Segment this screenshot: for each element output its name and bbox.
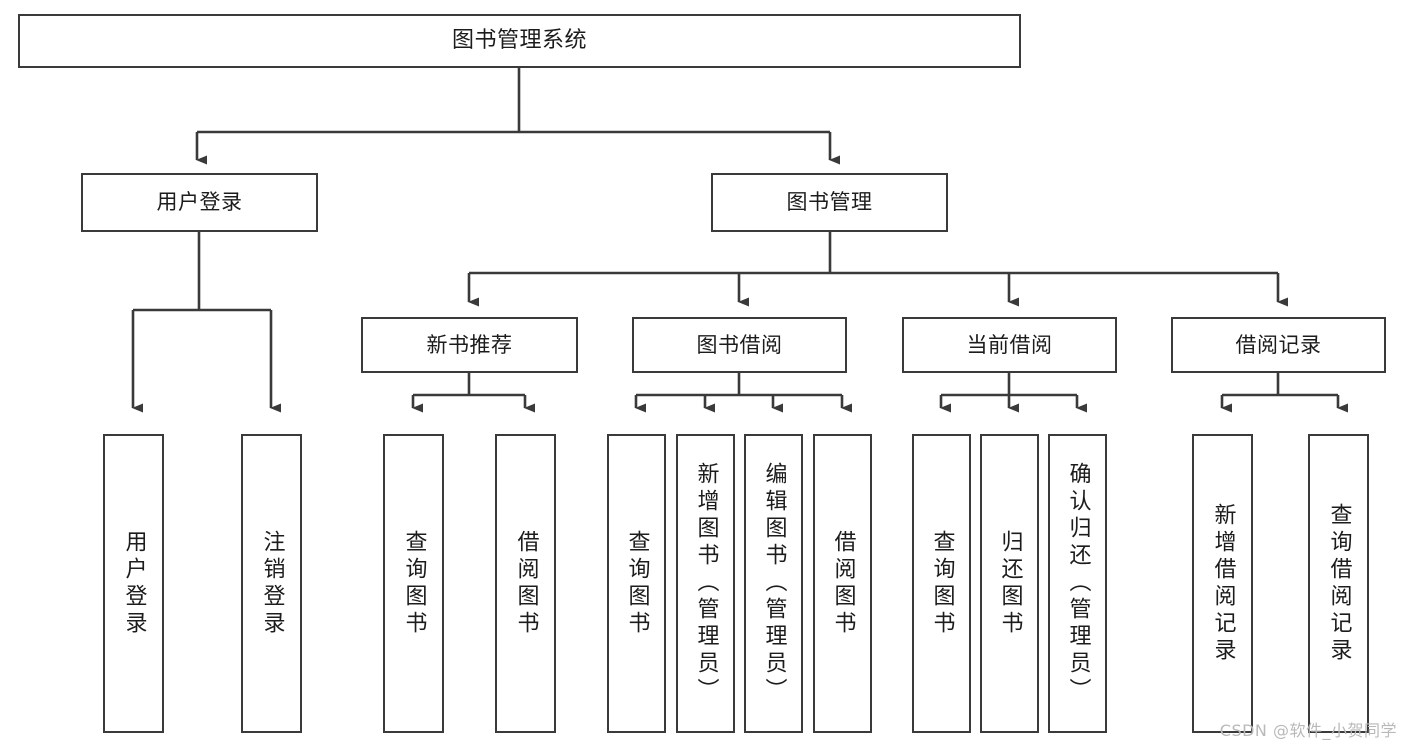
node-leaf-query-book-2[interactable]: 查询图书 bbox=[607, 434, 666, 733]
node-leaf-query-book-3[interactable]: 查询图书 bbox=[912, 434, 971, 733]
node-root[interactable]: 图书管理系统 bbox=[18, 14, 1021, 68]
node-leaf-borrow-book-1[interactable]: 借阅图书 bbox=[495, 434, 556, 733]
node-leaf-add-book[interactable]: 新增图书（管理员） bbox=[676, 434, 735, 733]
node-leaf-add-book-label: 新增图书（管理员） bbox=[693, 462, 719, 705]
node-leaf-confirm-return-label: 确认归还（管理员） bbox=[1065, 462, 1091, 705]
node-leaf-query-record[interactable]: 查询借阅记录 bbox=[1308, 434, 1369, 733]
node-leaf-query-record-label: 查询借阅记录 bbox=[1326, 502, 1352, 665]
node-leaf-borrow-book-2[interactable]: 借阅图书 bbox=[813, 434, 872, 733]
node-leaf-logout-login-label: 注销登录 bbox=[259, 529, 285, 638]
node-leaf-add-record[interactable]: 新增借阅记录 bbox=[1192, 434, 1253, 733]
node-user-login-label: 用户登录 bbox=[156, 190, 243, 215]
node-root-label: 图书管理系统 bbox=[451, 28, 587, 54]
node-book-borrow-label: 图书借阅 bbox=[696, 332, 783, 357]
node-leaf-user-login[interactable]: 用户登录 bbox=[103, 434, 164, 733]
node-leaf-add-record-label: 新增借阅记录 bbox=[1210, 502, 1236, 665]
node-leaf-confirm-return[interactable]: 确认归还（管理员） bbox=[1048, 434, 1107, 733]
node-leaf-edit-book-label: 编辑图书（管理员） bbox=[761, 462, 787, 705]
node-leaf-user-login-label: 用户登录 bbox=[121, 529, 147, 638]
node-book-management[interactable]: 图书管理 bbox=[711, 173, 948, 232]
node-leaf-borrow-book-1-label: 借阅图书 bbox=[513, 529, 539, 638]
node-book-borrow[interactable]: 图书借阅 bbox=[632, 317, 847, 373]
csdn-watermark: CSDN @软件_小贺同学 bbox=[1219, 721, 1397, 740]
node-new-book-recommend[interactable]: 新书推荐 bbox=[361, 317, 578, 373]
node-leaf-query-book-1-label: 查询图书 bbox=[401, 529, 427, 638]
node-current-borrow[interactable]: 当前借阅 bbox=[902, 317, 1117, 373]
node-current-borrow-label: 当前借阅 bbox=[966, 332, 1053, 357]
node-borrow-record-label: 借阅记录 bbox=[1235, 332, 1322, 357]
node-leaf-logout-login[interactable]: 注销登录 bbox=[241, 434, 302, 733]
node-leaf-query-book-2-label: 查询图书 bbox=[624, 529, 650, 638]
node-leaf-query-book-1[interactable]: 查询图书 bbox=[383, 434, 444, 733]
node-leaf-return-book-label: 归还图书 bbox=[997, 529, 1023, 638]
node-book-management-label: 图书管理 bbox=[786, 190, 873, 215]
node-borrow-record[interactable]: 借阅记录 bbox=[1171, 317, 1386, 373]
node-user-login[interactable]: 用户登录 bbox=[81, 173, 318, 232]
node-leaf-edit-book[interactable]: 编辑图书（管理员） bbox=[744, 434, 803, 733]
node-new-book-recommend-label: 新书推荐 bbox=[426, 332, 513, 357]
node-leaf-borrow-book-2-label: 借阅图书 bbox=[830, 529, 856, 638]
node-leaf-return-book[interactable]: 归还图书 bbox=[980, 434, 1039, 733]
node-leaf-query-book-3-label: 查询图书 bbox=[929, 529, 955, 638]
